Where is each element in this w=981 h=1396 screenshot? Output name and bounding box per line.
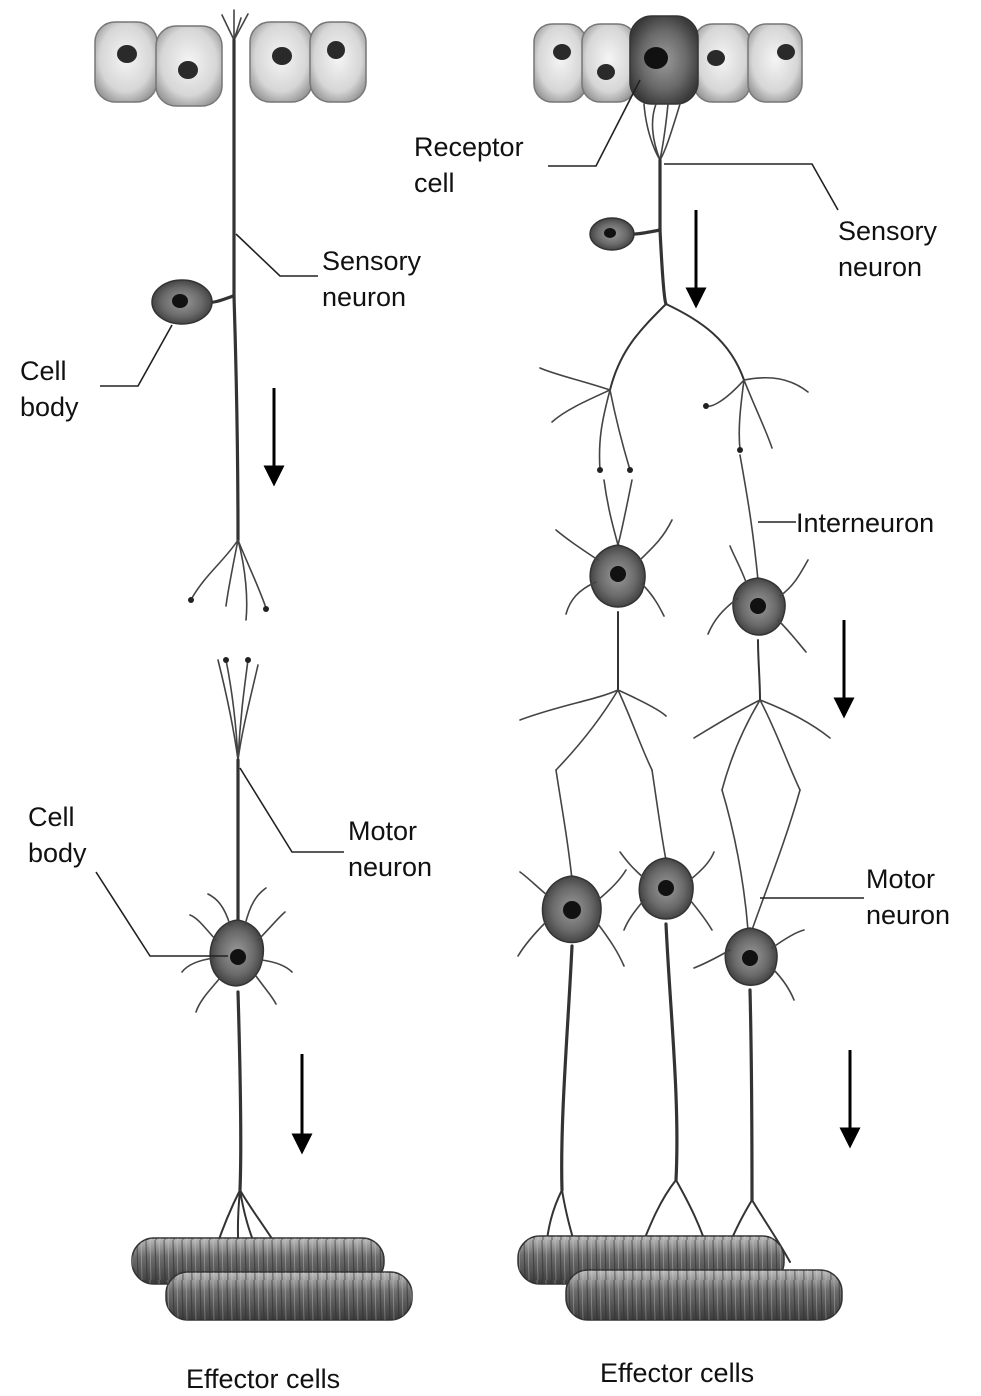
left-effector-label: Effector cells bbox=[186, 1364, 340, 1394]
left-sensory-neuron-label: Sensory neuron bbox=[322, 246, 429, 312]
leader-left-cell-body-upper bbox=[100, 325, 172, 386]
right-sensory-neuron-label-line1: Sensory bbox=[838, 216, 938, 246]
left-effector-cells bbox=[132, 1238, 412, 1320]
left-cell-body-lower-label-line1: Cell bbox=[28, 802, 75, 832]
right-sensory-neuron bbox=[540, 104, 808, 473]
right-receptor-cell-label-line2: cell bbox=[414, 168, 455, 198]
left-sensory-neuron-label-line1: Sensory bbox=[322, 246, 422, 276]
left-motor-neuron-label-line2: neuron bbox=[348, 852, 432, 882]
right-receptor-cell-label-line1: Receptor bbox=[414, 132, 524, 162]
left-epithelial-cells bbox=[95, 22, 366, 106]
left-motor-neuron bbox=[182, 657, 296, 1290]
right-motor-neuron-2 bbox=[620, 770, 714, 1256]
right-panel: Receptor cell Sensory neuron Interneuron… bbox=[414, 16, 950, 1388]
left-cell-body-lower-label-line2: body bbox=[28, 838, 87, 868]
left-panel: Sensory neuron Cell body Motor neuron Ce… bbox=[20, 10, 432, 1394]
left-cell-body-upper-label-line1: Cell bbox=[20, 356, 67, 386]
left-cell-body-upper-label: Cell body bbox=[20, 356, 79, 422]
leader-left-motor-neuron bbox=[240, 768, 344, 852]
right-receptor-cell bbox=[630, 16, 698, 104]
right-motor-neuron-label-line2: neuron bbox=[866, 900, 950, 930]
right-effector-label: Effector cells bbox=[600, 1358, 754, 1388]
right-receptor-cell-label: Receptor cell bbox=[414, 132, 531, 198]
leader-right-sensory-neuron bbox=[664, 164, 838, 210]
left-motor-neuron-label-line1: Motor bbox=[348, 816, 417, 846]
right-interneuron-left bbox=[520, 480, 672, 770]
right-interneuron-right bbox=[694, 455, 830, 790]
left-motor-neuron-label: Motor neuron bbox=[348, 816, 432, 882]
right-motor-neuron-1 bbox=[518, 770, 626, 1256]
right-motor-neuron-3 bbox=[694, 790, 804, 1262]
right-motor-neuron-label-line1: Motor bbox=[866, 864, 935, 894]
right-interneuron-label: Interneuron bbox=[796, 508, 934, 538]
right-sensory-neuron-label: Sensory neuron bbox=[838, 216, 945, 282]
right-motor-neuron-label: Motor neuron bbox=[866, 864, 950, 930]
left-cell-body-lower-label: Cell body bbox=[28, 802, 87, 868]
leader-left-sensory-neuron bbox=[236, 234, 318, 276]
leader-left-cell-body-lower bbox=[96, 872, 228, 956]
left-sensory-neuron-label-line2: neuron bbox=[322, 282, 406, 312]
right-effector-cells bbox=[518, 1236, 842, 1320]
right-sensory-neuron-label-line2: neuron bbox=[838, 252, 922, 282]
left-cell-body-upper-label-line2: body bbox=[20, 392, 79, 422]
